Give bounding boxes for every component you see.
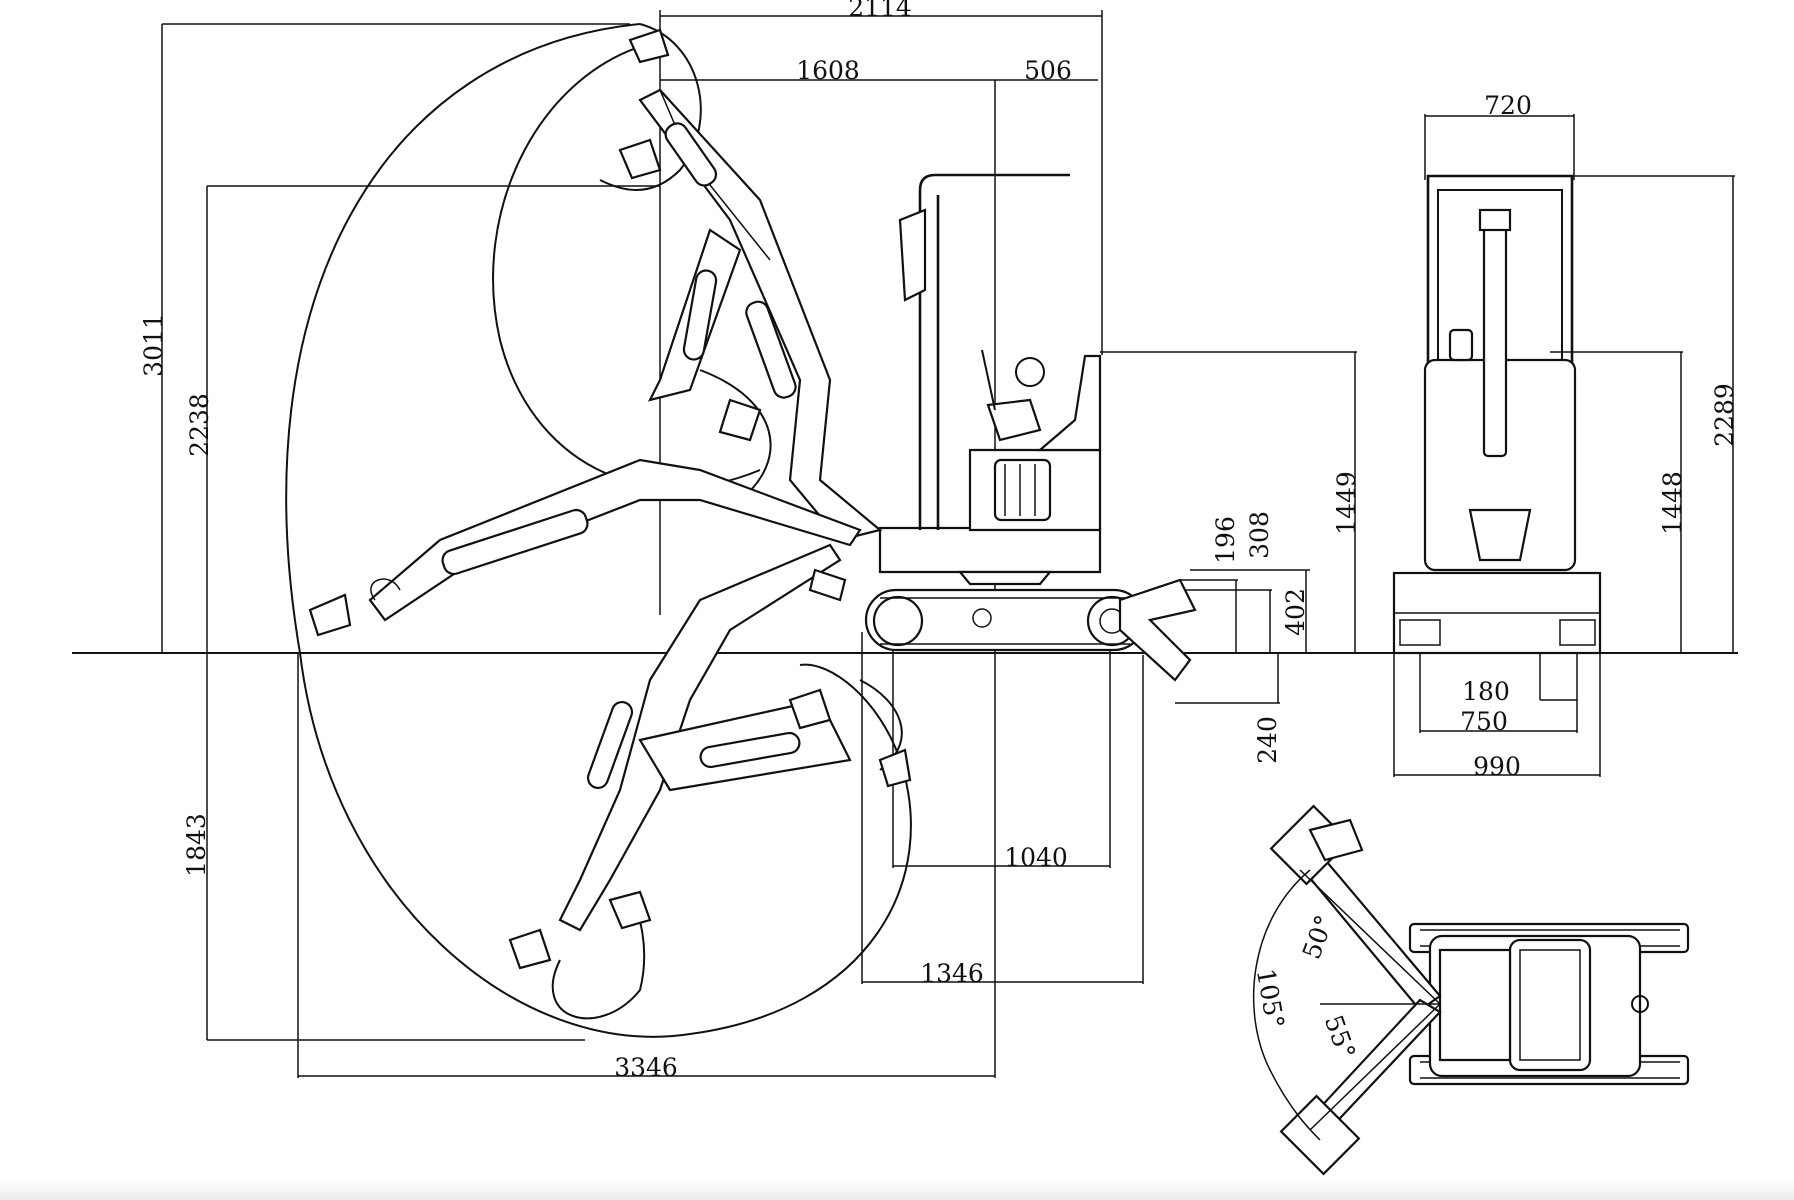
bucket-top [628, 28, 670, 64]
boom-arm [638, 88, 883, 542]
dim-402: 402 [1281, 588, 1310, 636]
dim-1346: 1346 [920, 959, 984, 988]
roll-bar [918, 173, 1070, 530]
arm-downward [558, 543, 842, 932]
arm-horizontal [368, 458, 862, 622]
dim-180: 180 [1462, 677, 1510, 706]
dim-2289: 2289 [1710, 383, 1739, 447]
excavator-side-view [308, 28, 1197, 970]
dim-1040: 1040 [1004, 843, 1068, 872]
operator-seat [1037, 354, 1102, 452]
dim-swing-105: 105° [1251, 966, 1290, 1030]
dozer-blade [1118, 578, 1197, 682]
dim-1843: 1843 [182, 813, 211, 877]
upper-body [878, 526, 1102, 574]
dim-720: 720 [1484, 91, 1532, 120]
dim-swing-50: 50° [1297, 911, 1339, 963]
dim-308: 308 [1245, 511, 1274, 559]
dim-196: 196 [1211, 516, 1240, 564]
dim-1448: 1448 [1658, 471, 1687, 535]
dim-3346: 3346 [614, 1053, 678, 1082]
dim-swing-55: 55° [1319, 1011, 1361, 1063]
dim-506: 506 [1024, 56, 1072, 85]
bottom-fade-bar [0, 1178, 1794, 1200]
dim-3011: 3011 [139, 313, 168, 377]
dim-2114: 2114 [848, 0, 912, 22]
dim-1608: 1608 [796, 56, 860, 85]
dim-240: 240 [1253, 716, 1282, 764]
dim-990: 990 [1473, 752, 1521, 781]
side-view-dimension-lines [161, 10, 1357, 1078]
dim-750: 750 [1460, 707, 1508, 736]
dim-1449: 1449 [1332, 471, 1361, 535]
excavator-front-view [1392, 114, 1735, 777]
dim-2238: 2238 [185, 393, 214, 457]
excavator-top-view [1252, 804, 1690, 1176]
